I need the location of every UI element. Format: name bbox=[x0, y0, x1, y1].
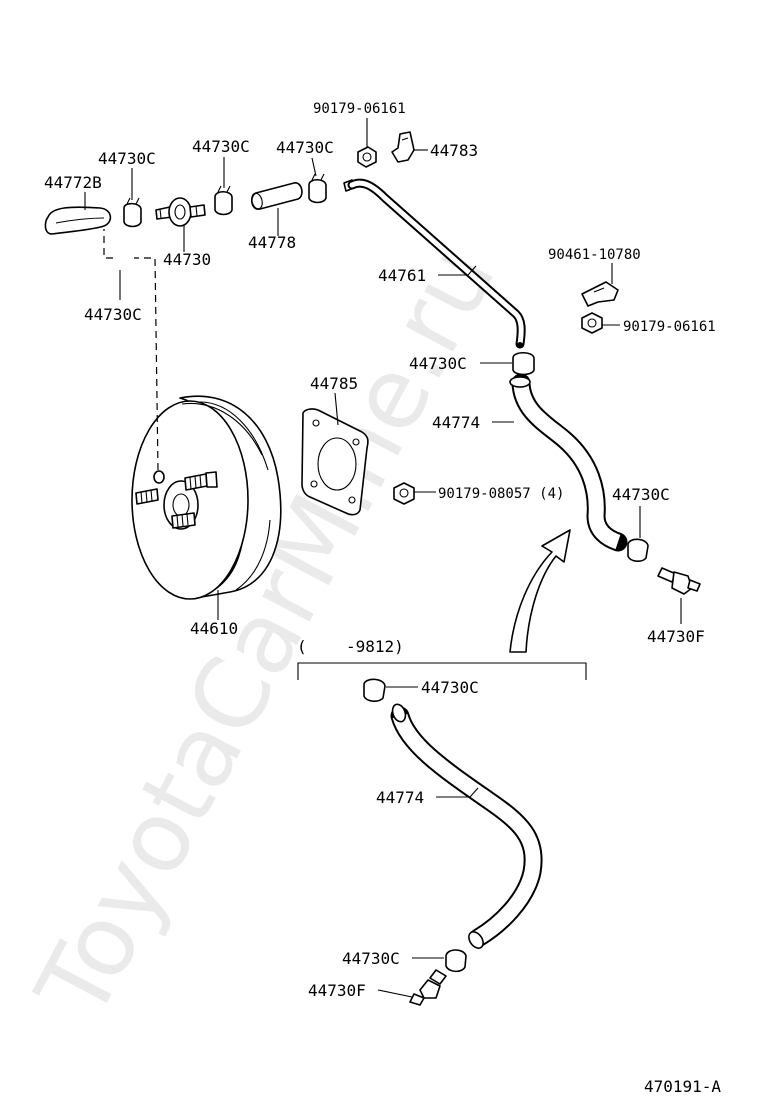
hose-44778[interactable] bbox=[250, 182, 303, 210]
hose-44774-lower[interactable] bbox=[390, 702, 543, 950]
clamp-44730c-3[interactable] bbox=[308, 173, 327, 204]
nut-90179-06161-top[interactable] bbox=[357, 146, 377, 168]
label-44730c-4: 44730C bbox=[84, 305, 142, 324]
variant-open-paren: ( bbox=[297, 637, 307, 656]
label-44761: 44761 bbox=[378, 266, 426, 285]
diagram-code: 470191-A bbox=[644, 1077, 721, 1096]
label-44730f-upper: 44730F bbox=[647, 627, 705, 646]
vacuum-connection-path bbox=[103, 229, 159, 471]
label-44730c-8: 44730C bbox=[342, 949, 400, 968]
label-90179-08057: 90179-08057 (4) bbox=[438, 486, 564, 502]
variant-label: -9812) bbox=[346, 637, 404, 656]
hose-44774-upper[interactable] bbox=[509, 373, 628, 552]
label-44610: 44610 bbox=[190, 619, 238, 638]
leader-lines bbox=[84, 118, 682, 998]
clamp-44730c-7[interactable] bbox=[363, 678, 386, 702]
clamp-44730c-6[interactable] bbox=[627, 538, 649, 562]
booster-stud-lower bbox=[171, 512, 196, 529]
clamp-44730c-5[interactable] bbox=[512, 351, 535, 376]
label-44730c-7: 44730C bbox=[421, 678, 479, 697]
variant-arrow bbox=[509, 529, 571, 653]
label-90461-10780: 90461-10780 bbox=[548, 247, 641, 263]
bracket-90461-10780[interactable] bbox=[581, 281, 619, 307]
label-44730: 44730 bbox=[163, 250, 211, 269]
label-44774-lower: 44774 bbox=[376, 788, 424, 807]
label-44778: 44778 bbox=[248, 233, 296, 252]
nut-90179-06161-right[interactable] bbox=[581, 312, 603, 334]
variant-bracket bbox=[297, 662, 587, 680]
label-44730c-2: 44730C bbox=[192, 137, 250, 156]
gasket-44785[interactable] bbox=[301, 408, 369, 516]
label-44783: 44783 bbox=[430, 141, 478, 160]
label-44785: 44785 bbox=[310, 374, 358, 393]
label-44730c-5: 44730C bbox=[409, 354, 467, 373]
label-44772b: 44772B bbox=[44, 173, 102, 192]
check-valve-44730f-lower[interactable] bbox=[409, 969, 447, 1006]
brake-booster-44610[interactable] bbox=[131, 395, 282, 600]
booster-stud-left bbox=[135, 488, 159, 505]
label-90179-06161-top: 90179-06161 bbox=[313, 101, 406, 117]
check-valve-44730[interactable] bbox=[155, 197, 206, 227]
clip-44783[interactable] bbox=[391, 131, 415, 163]
label-44730c-3: 44730C bbox=[276, 138, 334, 157]
label-44730f-lower: 44730F bbox=[308, 981, 366, 1000]
clamp-44730c-8[interactable] bbox=[445, 949, 467, 973]
clamp-44730c-1[interactable] bbox=[123, 197, 142, 228]
label-44774-upper: 44774 bbox=[432, 413, 480, 432]
vacuum-pipe-44761[interactable] bbox=[343, 178, 526, 349]
label-44730c-6: 44730C bbox=[612, 485, 670, 504]
label-44730c-1: 44730C bbox=[98, 149, 156, 168]
label-90179-06161-right: 90179-06161 bbox=[623, 319, 716, 335]
booster-stud-upper bbox=[184, 471, 218, 491]
watermark: ToyotaCarMine.ru bbox=[15, 227, 518, 1037]
hose-elbow-44772b[interactable] bbox=[44, 206, 112, 235]
clamp-44730c-2[interactable] bbox=[214, 185, 233, 216]
check-valve-44730f-upper[interactable] bbox=[657, 567, 701, 595]
nut-90179-08057[interactable] bbox=[393, 482, 415, 505]
